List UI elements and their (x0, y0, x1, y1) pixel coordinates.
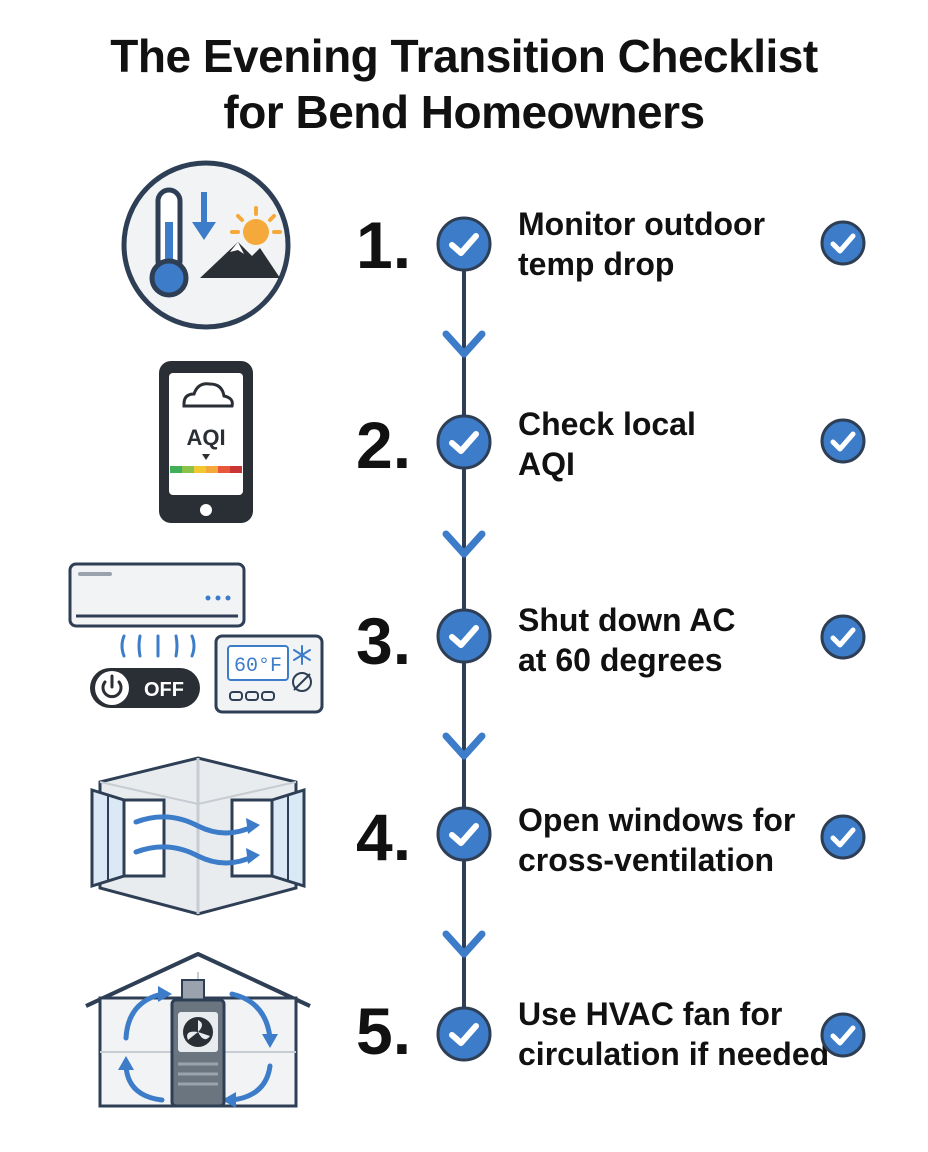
timeline-check-icon (436, 216, 492, 272)
hvac-fan-house-icon (85, 952, 311, 1108)
step-label: Open windows for cross-ventilation (518, 800, 858, 880)
step-label-line-2: at 60 degrees (518, 642, 723, 678)
timeline-arrow (442, 732, 486, 760)
step-label-line-1: Check local (518, 406, 696, 442)
step-number: 1. (356, 208, 412, 282)
open-windows-icon (90, 756, 306, 916)
step-label-line-2: temp drop (518, 246, 675, 282)
step-label-line-2: cross-ventilation (518, 842, 775, 878)
thermostat-display: 60°F (234, 655, 282, 678)
ac-thermostat-icon: OFF 60°F (68, 562, 324, 714)
checklist-step-5: 5. Use HVAC fan for circulation if neede… (0, 950, 928, 1108)
step-checkbox-icon[interactable] (820, 1012, 866, 1058)
timeline-check-icon (436, 414, 492, 470)
timeline-arrow (442, 530, 486, 558)
step-label-line-1: Shut down AC (518, 602, 736, 638)
step-label-line-1: Use HVAC fan for (518, 996, 783, 1032)
thermometer-sun-mountain-icon (121, 160, 291, 330)
phone-aqi-icon: AQI (159, 361, 253, 523)
aqi-label: AQI (186, 425, 225, 450)
step-label: Check local AQI (518, 404, 858, 484)
step-checkbox-icon[interactable] (820, 614, 866, 660)
timeline-check-icon (436, 608, 492, 664)
title-line-2: for Bend Homeowners (223, 86, 705, 138)
off-label: OFF (144, 679, 184, 701)
step-checkbox-icon[interactable] (820, 418, 866, 464)
step-checkbox-icon[interactable] (820, 814, 866, 860)
checklist-step-3: OFF 60°F 3. Shut down AC at 60 degrees (0, 560, 928, 714)
checklist-step-4: 4. Open windows for cross-ventilation (0, 756, 928, 916)
step-number: 4. (356, 800, 412, 874)
step-label-line-1: Monitor outdoor (518, 206, 766, 242)
step-label-line-2: AQI (518, 446, 575, 482)
title-line-1: The Evening Transition Checklist (110, 30, 818, 82)
timeline-arrow (442, 330, 486, 358)
step-number: 5. (356, 994, 412, 1068)
timeline-check-icon (436, 1006, 492, 1062)
step-label: Shut down AC at 60 degrees (518, 600, 858, 680)
checklist-step-2: AQI 2. Check local AQI (0, 361, 928, 523)
step-number: 2. (356, 408, 412, 482)
step-label-line-1: Open windows for (518, 802, 796, 838)
step-label: Use HVAC fan for circulation if needed (518, 994, 858, 1074)
step-label-line-2: circulation if needed (518, 1036, 830, 1072)
step-checkbox-icon[interactable] (820, 220, 866, 266)
page-title: The Evening Transition Checklist for Ben… (0, 28, 928, 140)
step-label: Monitor outdoor temp drop (518, 204, 858, 284)
checklist-step-1: 1. Monitor outdoor temp drop (0, 160, 928, 330)
timeline-check-icon (436, 806, 492, 862)
step-number: 3. (356, 604, 412, 678)
